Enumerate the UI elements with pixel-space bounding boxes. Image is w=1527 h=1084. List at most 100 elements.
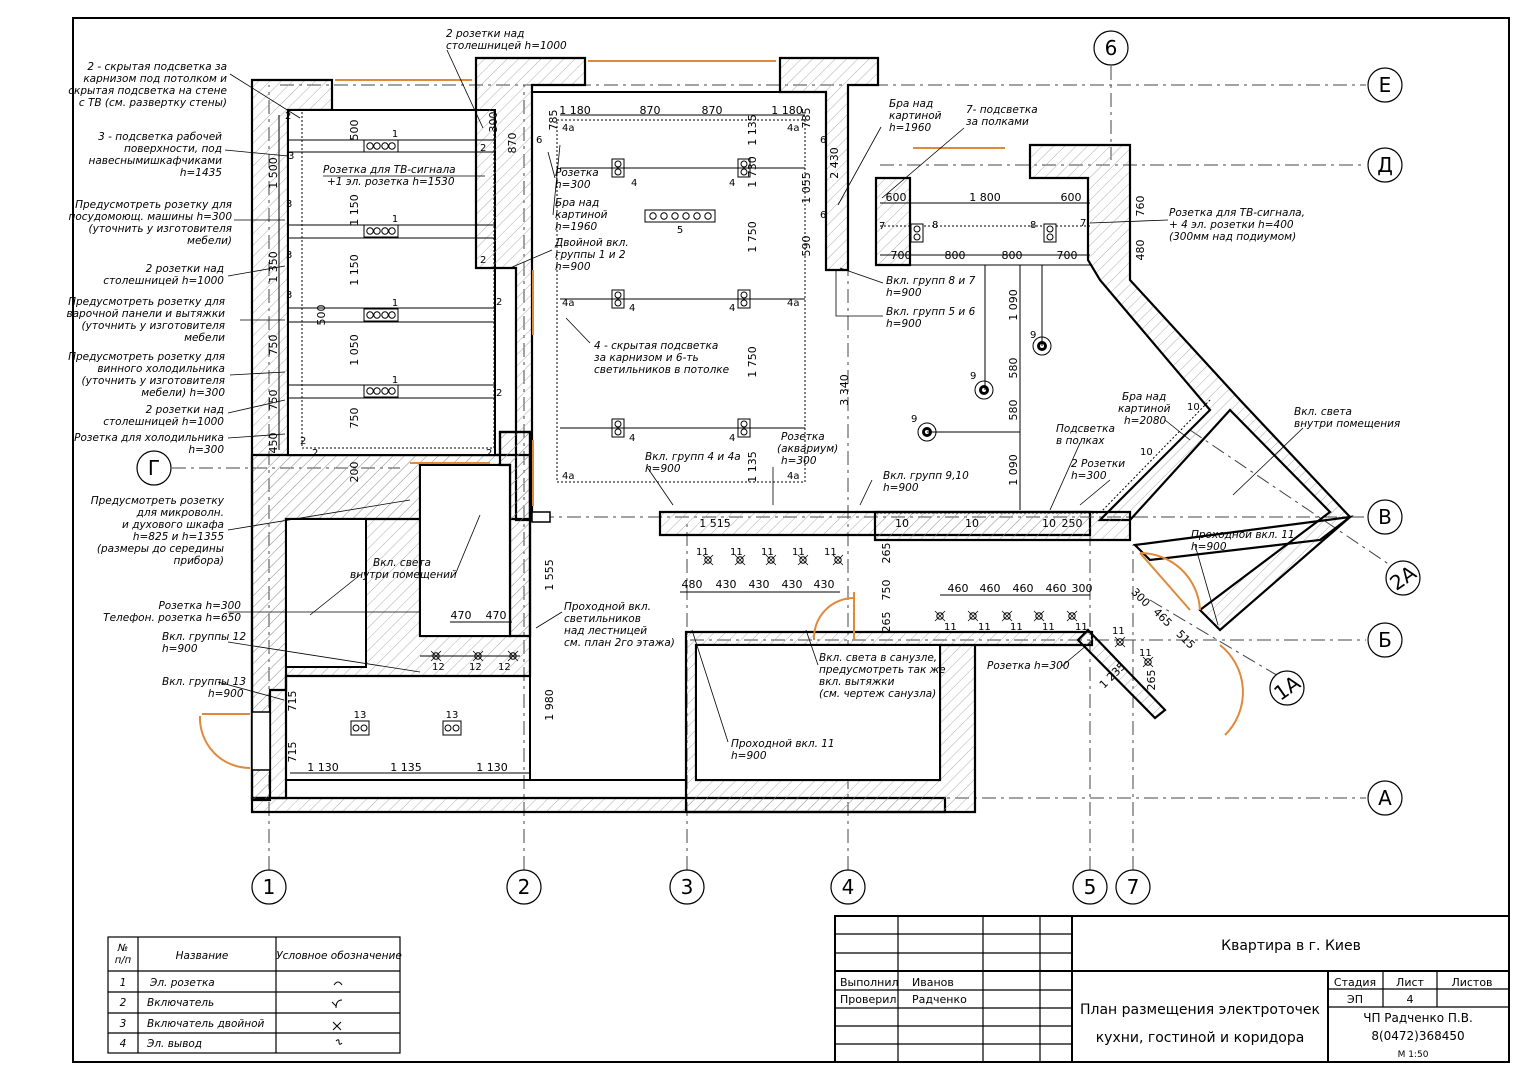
axis-label-1: 1 [263,875,276,899]
kitchen-lamp-rows: 1 1 1 1 [288,129,495,399]
svg-text:1 150: 1 150 [348,254,361,286]
svg-text:870: 870 [506,133,519,154]
svg-text:1 090: 1 090 [1007,454,1020,486]
svg-text:430: 430 [716,578,737,591]
svg-text:460: 460 [948,582,969,595]
svg-text:265: 265 [880,543,893,564]
svg-text:4: 4 [729,178,735,189]
svg-text:над лестницей: над лестницей [564,625,647,637]
svg-text:Включатель: Включатель [147,997,214,1009]
dimension-lines: 1 180 870 870 1 180 600 1 800 600 700 80… [267,104,1197,774]
svg-text:480: 480 [682,578,703,591]
svg-text:вкл. вытяжки: вкл. вытяжки [819,676,895,688]
svg-text:Вкл. групп 4 и 4а: Вкл. групп 4 и 4а [645,451,741,463]
svg-text:265: 265 [1145,670,1158,691]
svg-text:2: 2 [480,143,486,154]
svg-text:1 180: 1 180 [771,104,803,117]
svg-text:Стадия: Стадия [1334,976,1376,989]
svg-text:750: 750 [348,408,361,429]
svg-text:500: 500 [315,305,328,326]
title-block: Квартира в г. Киев План размещения элект… [834,915,1510,1063]
svg-text:и духового шкафа: и духового шкафа [122,519,224,531]
svg-text:поверхности, под: поверхности, под [124,143,222,155]
svg-text:9: 9 [970,371,976,382]
svg-text:2: 2 [480,255,486,266]
svg-text:460: 460 [1046,582,1067,595]
svg-text:2 розетки над: 2 розетки над [146,263,224,275]
svg-text:п/п: п/п [115,955,132,966]
svg-text:265: 265 [880,612,893,633]
svg-text:250: 250 [1062,517,1083,530]
svg-text:450: 450 [267,433,280,454]
svg-text:1 090: 1 090 [1007,289,1020,321]
svg-text:Предусмотреть розетку: Предусмотреть розетку [91,495,225,507]
svg-text:Проходной вкл. 11: Проходной вкл. 11 [1191,529,1295,541]
axis-label-V: В [1378,505,1392,529]
svg-text:посудомоющ. машины h=300: посудомоющ. машины h=300 [69,211,233,223]
svg-text:750: 750 [267,335,280,356]
svg-text:4: 4 [120,1038,127,1050]
svg-text:785: 785 [547,110,560,131]
svg-text:1 500: 1 500 [267,157,280,189]
svg-text:для микроволн.: для микроволн. [136,507,224,519]
svg-text:12: 12 [498,662,511,673]
svg-text:1: 1 [392,129,398,140]
svg-text:11: 11 [1010,622,1023,633]
svg-text:Вкл. света: Вкл. света [373,557,431,569]
svg-text:580: 580 [1007,400,1020,421]
svg-text:Вкл. групп 9,10: Вкл. групп 9,10 [883,470,969,482]
axis-label-2: 2 [518,875,531,899]
living-room-fixtures: 4 4 4 4 4 4 5 4a 4a 4a 4a 4a 4a 8 8 9 9 … [560,123,1090,510]
svg-text:Вкл. света: Вкл. света [1294,406,1352,418]
svg-text:Проверил: Проверил [840,993,896,1006]
svg-text:светильников: светильников [564,613,641,625]
svg-text:11: 11 [1075,622,1088,633]
svg-text:12: 12 [432,662,445,673]
svg-text:870: 870 [640,104,661,117]
svg-text:h=900: h=900 [208,688,244,700]
svg-text:Вкл. группы 12: Вкл. группы 12 [162,631,246,643]
drawing-title-line-2: кухни, гостиной и коридора [1096,1030,1305,1046]
svg-text:(уточнить у изготовителя: (уточнить у изготовителя [89,223,232,235]
svg-text:4: 4 [629,433,635,444]
svg-text:h=900: h=900 [886,287,922,299]
svg-text:600: 600 [1061,191,1082,204]
svg-text:4: 4 [631,178,637,189]
svg-text:12: 12 [469,662,482,673]
svg-text:(см. чертеж санузла): (см. чертеж санузла) [819,688,936,700]
svg-text:700: 700 [1057,249,1078,262]
svg-text:1: 1 [392,375,398,386]
svg-text:группы 1 и 2: группы 1 и 2 [555,249,626,261]
svg-text:Вкл. света в санузле,: Вкл. света в санузле, [819,652,937,664]
svg-text:8: 8 [932,220,938,231]
axis-label-B: Б [1378,628,1392,652]
svg-text:6: 6 [820,210,826,221]
svg-text:13: 13 [446,710,459,721]
svg-text:Радченко: Радченко [912,993,967,1006]
svg-text:в полках: в полках [1056,435,1105,447]
svg-text:h=900: h=900 [645,463,681,475]
svg-text:h=900: h=900 [1191,541,1227,553]
svg-text:1 135: 1 135 [746,451,759,483]
svg-text:11: 11 [944,622,957,633]
axis-bubbles: 1 2 3 4 5 7 6 Е Д Г В Б А 2А 1А [136,30,1421,905]
svg-text:3 340: 3 340 [838,374,851,406]
svg-text:300: 300 [1128,586,1152,610]
svg-text:см. план 2го этажа): см. план 2го этажа) [564,637,675,649]
axis-label-4: 4 [842,875,855,899]
svg-text:Предусмотреть розетку для: Предусмотреть розетку для [68,296,225,308]
svg-text:Эл. вывод: Эл. вывод [146,1038,202,1050]
svg-text:1 055: 1 055 [800,172,813,204]
svg-text:Вкл. групп 8 и 7: Вкл. групп 8 и 7 [886,275,976,287]
svg-text:750: 750 [267,390,280,411]
corridor-fixtures: 13 13 12 12 12 11 11 11 11 11 11 11 11 1… [350,547,1154,736]
svg-text:h=1435: h=1435 [180,167,222,179]
svg-text:700: 700 [891,249,912,262]
svg-text:11: 11 [1042,622,1055,633]
svg-text:1: 1 [392,298,398,309]
svg-text:Иванов: Иванов [912,976,954,989]
svg-text:карнизом под потолком и: карнизом под потолком и [83,73,227,85]
svg-text:430: 430 [782,578,803,591]
svg-text:7: 7 [879,221,885,232]
legend-table: № п/п Название Условное обозначение 1 Эл… [107,936,402,1054]
